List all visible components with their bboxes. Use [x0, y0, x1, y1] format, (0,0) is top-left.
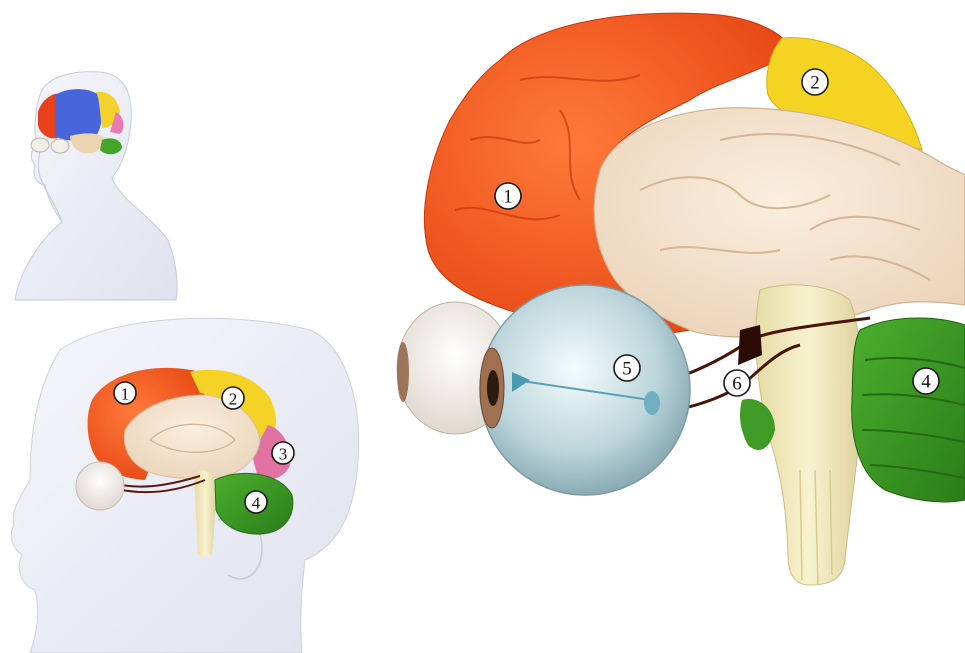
svg-text:2: 2 — [229, 390, 238, 409]
svg-text:2: 2 — [810, 73, 820, 94]
small-eye-left — [31, 138, 49, 152]
large-label-4: 4 — [913, 368, 939, 394]
large-label-5: 5 — [614, 355, 640, 381]
svg-text:1: 1 — [121, 385, 130, 404]
svg-text:5: 5 — [622, 359, 632, 380]
side-label-4: 4 — [245, 491, 267, 513]
svg-text:1: 1 — [503, 187, 513, 208]
large-label-2: 2 — [802, 69, 828, 95]
side-label-2: 2 — [222, 387, 244, 409]
small-brain-blue — [55, 89, 102, 140]
large-label-6: 6 — [724, 370, 750, 396]
svg-text:3: 3 — [279, 445, 288, 464]
large-brain-view: 1 2 4 5 6 — [397, 13, 965, 585]
side-label-1: 1 — [114, 382, 136, 404]
svg-text:4: 4 — [252, 494, 261, 513]
large-eyeball-back-iris — [397, 342, 409, 402]
large-label-1: 1 — [495, 183, 521, 209]
svg-text:4: 4 — [921, 372, 931, 393]
small-eye-right — [51, 139, 69, 153]
large-eye-optic-disc — [644, 391, 660, 415]
side-label-3: 3 — [272, 442, 294, 464]
small-head-view — [15, 72, 177, 300]
side-head-view: 1 2 3 4 — [11, 318, 358, 653]
svg-text:6: 6 — [732, 374, 742, 395]
side-head-silhouette — [11, 318, 358, 653]
side-eyeball — [76, 462, 124, 510]
large-eye-pupil — [487, 370, 499, 406]
